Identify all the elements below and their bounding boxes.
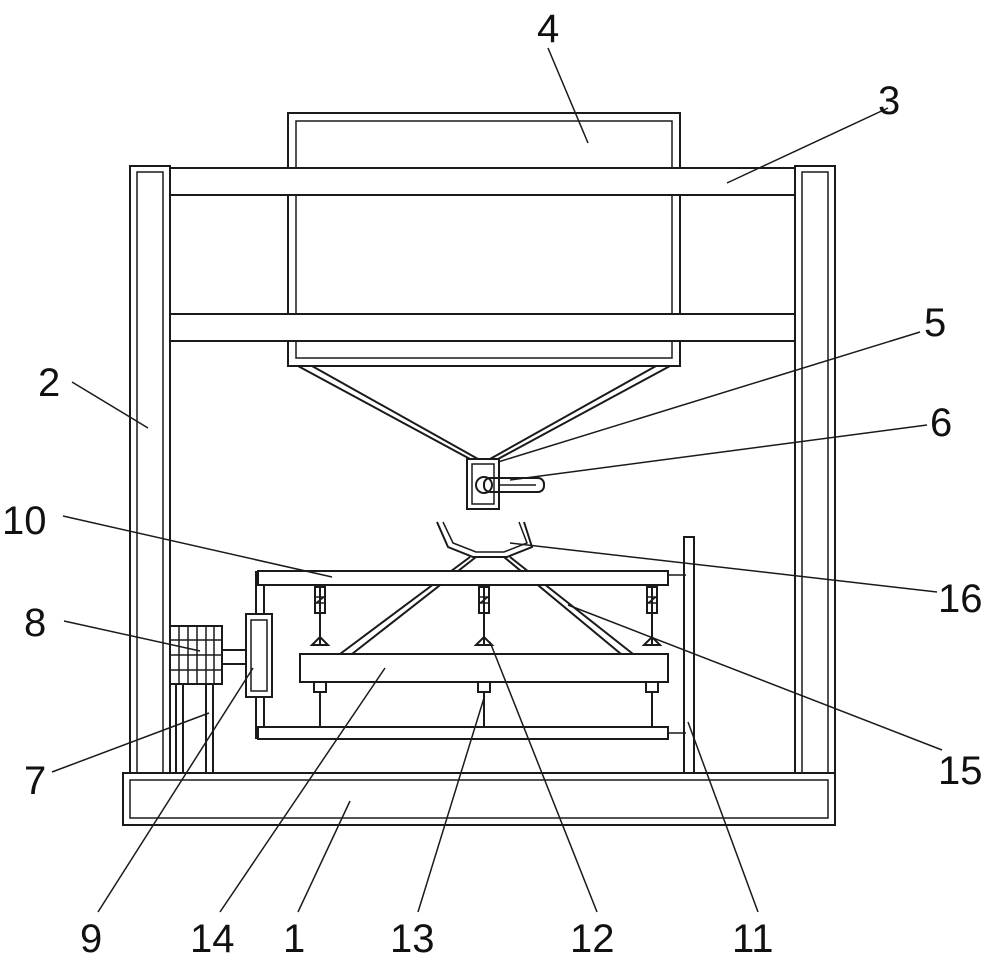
label-5: 5 — [924, 301, 946, 345]
motor-shaft — [221, 649, 247, 665]
label-7: 7 — [24, 759, 46, 803]
receiving-funnel — [436, 521, 534, 558]
label-8: 8 — [24, 601, 46, 645]
label-11: 11 — [732, 917, 774, 961]
lower-platform — [299, 653, 669, 683]
label-10: 10 — [2, 499, 47, 543]
label-13: 13 — [390, 917, 435, 961]
drive-motor — [169, 625, 223, 685]
label-14: 14 — [190, 917, 235, 961]
spring-left — [309, 585, 331, 646]
vibrating-platform — [257, 570, 686, 586]
lower-support-left — [313, 681, 327, 727]
label-1: 1 — [283, 917, 305, 961]
motor-housing — [245, 613, 273, 698]
lower-support-right — [645, 681, 659, 727]
spring-right — [641, 585, 663, 646]
motor-stand — [175, 684, 214, 773]
label-3: 3 — [878, 79, 900, 123]
top-crossbeam — [169, 167, 796, 196]
spring-center — [473, 585, 495, 646]
label-15: 15 — [938, 749, 983, 793]
left-column — [129, 165, 171, 774]
lower-support-center — [477, 681, 491, 727]
right-column — [794, 165, 836, 774]
discharge-valve — [466, 458, 500, 510]
label-9: 9 — [80, 917, 102, 961]
bottom-frame-rail — [257, 726, 686, 740]
valve-handle — [475, 476, 545, 494]
leader-lines — [51, 47, 943, 913]
hopper-box — [287, 112, 681, 367]
label-6: 6 — [930, 401, 952, 445]
right-guide-post — [683, 536, 695, 774]
left-frame-upright — [255, 571, 265, 739]
label-4: 4 — [537, 7, 559, 51]
label-12: 12 — [570, 917, 615, 961]
hopper-funnel — [297, 365, 671, 460]
label-2: 2 — [38, 361, 60, 405]
base-plate — [122, 772, 836, 826]
label-16: 16 — [938, 577, 983, 621]
middle-crossbeam — [169, 313, 796, 342]
